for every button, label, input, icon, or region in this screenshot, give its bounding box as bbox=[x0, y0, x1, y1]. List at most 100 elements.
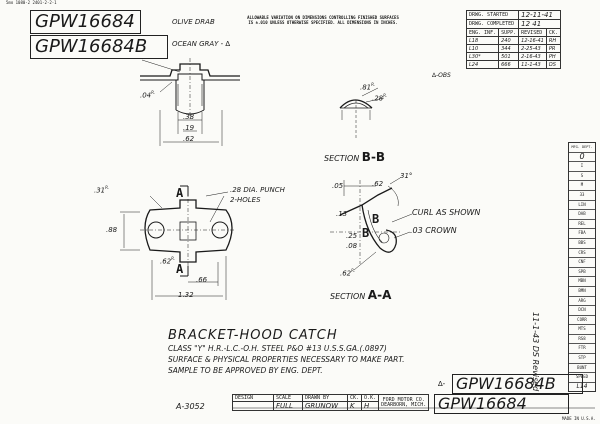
tolerance-line-2: IS ±.010 UNLESS OTHERWISE SPECIFIED. ALL… bbox=[248, 20, 398, 25]
mfg-item: 33 bbox=[569, 191, 595, 201]
radius-suffix: R. bbox=[151, 90, 156, 95]
dim-88: .88 bbox=[106, 226, 118, 234]
curl-note: CURL AS SHOWN bbox=[412, 208, 481, 217]
part-number-bottom-delta: ∆- bbox=[438, 380, 446, 388]
part-number-bottom-1: GPW16684B bbox=[452, 374, 583, 394]
header-revised: REVISED bbox=[518, 28, 547, 37]
part-number-bottom-2: GPW16684 bbox=[434, 394, 569, 414]
dim-text: .04 bbox=[140, 91, 152, 100]
section-word: SECTION bbox=[330, 292, 366, 301]
rev-supp: 240 bbox=[498, 36, 520, 45]
dim-132: 1.32 bbox=[178, 291, 194, 299]
scale-value: FULL bbox=[273, 401, 303, 411]
radius-suffix: R. bbox=[105, 185, 110, 190]
rev-ck: DS bbox=[545, 60, 561, 69]
section-word: SECTION bbox=[324, 154, 360, 163]
dim-r81: .81R. bbox=[360, 82, 375, 91]
mfg-dept-value: 0 bbox=[569, 152, 595, 163]
company-city: DEARBORN, MICH. bbox=[381, 401, 427, 408]
rev-eng: L30* bbox=[465, 52, 500, 61]
rev-date: 2-25-43 bbox=[518, 44, 547, 53]
dim-text: .31 bbox=[94, 186, 106, 195]
spec-line-2: SURFACE & PHYSICAL PROPERTIES NECESSARY … bbox=[168, 355, 405, 364]
design-value bbox=[232, 401, 274, 411]
section-marker-a-top: A bbox=[176, 186, 184, 200]
dim-text: .81 bbox=[360, 83, 372, 92]
rev-date: 2-16-43 bbox=[518, 52, 547, 61]
dim-r28: .28R. bbox=[372, 93, 387, 102]
mfg-dept-footer: L14 bbox=[576, 382, 588, 390]
revision-table: DRWG. STARTED 12-11-41 DRWG. COMPLETED 1… bbox=[465, 10, 561, 69]
dim-19: .19 bbox=[183, 124, 195, 132]
mfg-item: RS8 bbox=[569, 335, 595, 345]
dim-r04: .04R. bbox=[140, 90, 155, 99]
reference-number: A-3052 bbox=[176, 402, 205, 411]
drawing-title: BRACKET-HOOD CATCH bbox=[168, 328, 338, 343]
mfg-item: I bbox=[569, 162, 595, 172]
dim-62b: .62 bbox=[372, 180, 384, 188]
dim-66: .66 bbox=[196, 276, 208, 284]
spec-line-3: SAMPLE TO BE APPROVED BY ENG. DEPT. bbox=[168, 366, 323, 375]
section-letters: A-A bbox=[367, 288, 392, 302]
mfg-item: CORR bbox=[569, 316, 595, 326]
revision-row: L10 344 2-25-43 PR bbox=[465, 44, 561, 53]
rev-supp: 344 bbox=[498, 44, 520, 53]
finish-note-2: OCEAN GRAY - ∆ bbox=[172, 40, 231, 48]
section-letters: B-B bbox=[361, 150, 386, 164]
part-number-top-1: GPW16684 bbox=[30, 10, 141, 34]
mfg-item: MTS bbox=[569, 325, 595, 335]
completed-value: 12 41 bbox=[518, 19, 561, 29]
corner-note: 5mo 1080-2 2401-2-2-1 bbox=[6, 0, 57, 5]
drawn-by-value: GRUNOW bbox=[302, 401, 348, 411]
mfg-item: S bbox=[569, 172, 595, 182]
completed-label: DRWG. COMPLETED bbox=[465, 19, 520, 29]
radius-suffix: R. bbox=[171, 256, 176, 261]
plan-view bbox=[120, 185, 236, 300]
section-aa-label: SECTION A-A bbox=[330, 288, 391, 302]
mfg-item: LIN bbox=[569, 201, 595, 211]
section-aa-view bbox=[330, 177, 413, 271]
mfg-item: BUNT bbox=[569, 364, 595, 374]
rev-eng: L10 bbox=[465, 44, 500, 53]
crown-note: .03 CROWN bbox=[410, 226, 457, 235]
revision-row: L30* 501 2-16-43 PH bbox=[465, 52, 561, 61]
scale-label: SCALE bbox=[273, 394, 303, 402]
top-view bbox=[140, 58, 240, 146]
section-bb-label: SECTION B-B bbox=[324, 150, 385, 164]
mfg-item: DAB bbox=[569, 210, 595, 220]
made-in-note: MADE IN U.S.A. bbox=[562, 416, 596, 421]
dim-08: .08 bbox=[346, 242, 358, 250]
company-name: FORD MOTOR CO. bbox=[382, 396, 425, 403]
header-ck: CK. bbox=[545, 28, 561, 37]
dim-r31: .31R. bbox=[94, 185, 109, 194]
rev-ck: PH bbox=[545, 52, 561, 61]
revision-header-row: ENG. INF. SUPP. REVISED CK. bbox=[465, 28, 561, 37]
tolerance-line-1: ALLOWABLE VARIATION ON DIMENSIONS CONTRO… bbox=[247, 15, 399, 20]
rev-supp: 666 bbox=[498, 60, 520, 69]
dim-62: .62 bbox=[183, 135, 195, 143]
part-number-top-2: GPW16684B bbox=[30, 35, 168, 59]
ck-value: K bbox=[346, 401, 363, 411]
title-block: DESIGN SCALE DRAWN BY CK. O.K. FORD MOTO… bbox=[232, 394, 430, 411]
started-label: DRWG. STARTED bbox=[465, 10, 520, 20]
mfg-item: STP bbox=[569, 354, 595, 364]
mfg-item: M bbox=[569, 181, 595, 191]
section-marker-a-bottom: A bbox=[176, 262, 184, 276]
dim-text: .62 bbox=[340, 269, 352, 278]
mfg-item: FTR bbox=[569, 344, 595, 355]
dim-r62b: .62R. bbox=[340, 268, 355, 277]
section-marker-b-1: B bbox=[372, 212, 380, 226]
dim-05: .05 bbox=[332, 182, 344, 190]
mfg-item: MBN bbox=[569, 277, 595, 287]
header-supp: SUPP. bbox=[498, 28, 520, 37]
mfg-dept-header: MFG. DEPT. bbox=[569, 143, 595, 153]
started-value: 12-11-41 bbox=[518, 10, 561, 20]
header-eng-inf: ENG. INF. bbox=[465, 28, 500, 37]
mfg-item: SPB bbox=[569, 268, 595, 278]
revision-row: L18 240 12-16-41 RH bbox=[465, 36, 561, 45]
obs-note: ∆-OBS bbox=[432, 72, 451, 79]
dim-text: .62 bbox=[160, 257, 172, 266]
ck-label: CK. bbox=[346, 394, 363, 402]
design-label: DESIGN bbox=[232, 394, 274, 402]
dim-angle-31: 31° bbox=[400, 172, 413, 180]
